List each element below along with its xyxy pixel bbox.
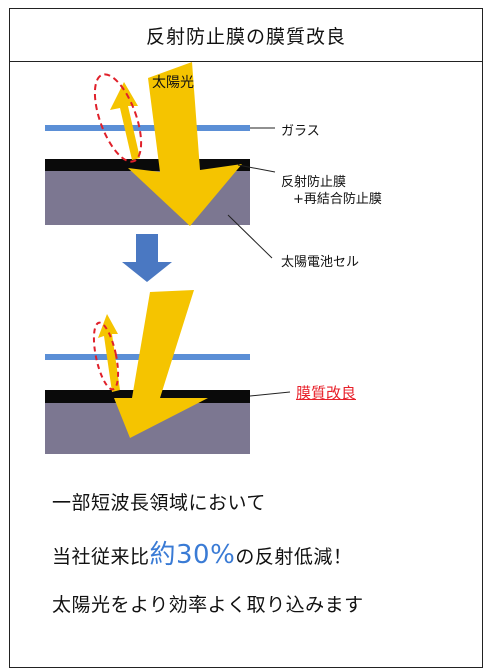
recombination-film-label: +再結合防止膜 <box>293 192 382 207</box>
improved-leader-line <box>249 391 291 397</box>
page-title: 反射防止膜の膜質改良 <box>10 9 482 62</box>
caption-line-2: 当社従来比約30%の反射低減！ <box>52 534 352 571</box>
caption-line-2-suffix: の反射低減！ <box>235 546 353 568</box>
sunlight-arrow-bottom <box>114 290 208 438</box>
sunlight-label: 太陽光 <box>152 75 194 91</box>
reflected-light-arrow-top <box>110 82 140 160</box>
figure-frame: 反射防止膜の膜質改良 <box>9 8 483 668</box>
glass-layer-top <box>45 125 250 131</box>
caption-line-2-prefix: 当社従来比 <box>52 546 150 568</box>
ar-film-label: 反射防止膜 <box>281 175 347 190</box>
caption-line-1: 一部短波長領域において <box>52 492 266 514</box>
reflection-circle-bottom <box>92 321 120 391</box>
improved-film-label: 膜質改良 <box>296 384 357 402</box>
cell-leader-line <box>227 214 273 259</box>
film-leader-line <box>237 164 276 173</box>
sunlight-arrow-top <box>128 62 242 226</box>
down-arrow <box>122 234 172 282</box>
caption-line-3: 太陽光をより効率よく取り込みます <box>52 594 364 616</box>
reflected-light-arrow-bottom <box>98 314 120 392</box>
reduction-highlight: 約30% <box>149 540 236 570</box>
solar-cell-label: 太陽電池セル <box>281 255 360 270</box>
glass-label: ガラス <box>281 124 320 139</box>
diagram-canvas <box>45 62 291 454</box>
reflection-circle-top <box>93 73 143 163</box>
